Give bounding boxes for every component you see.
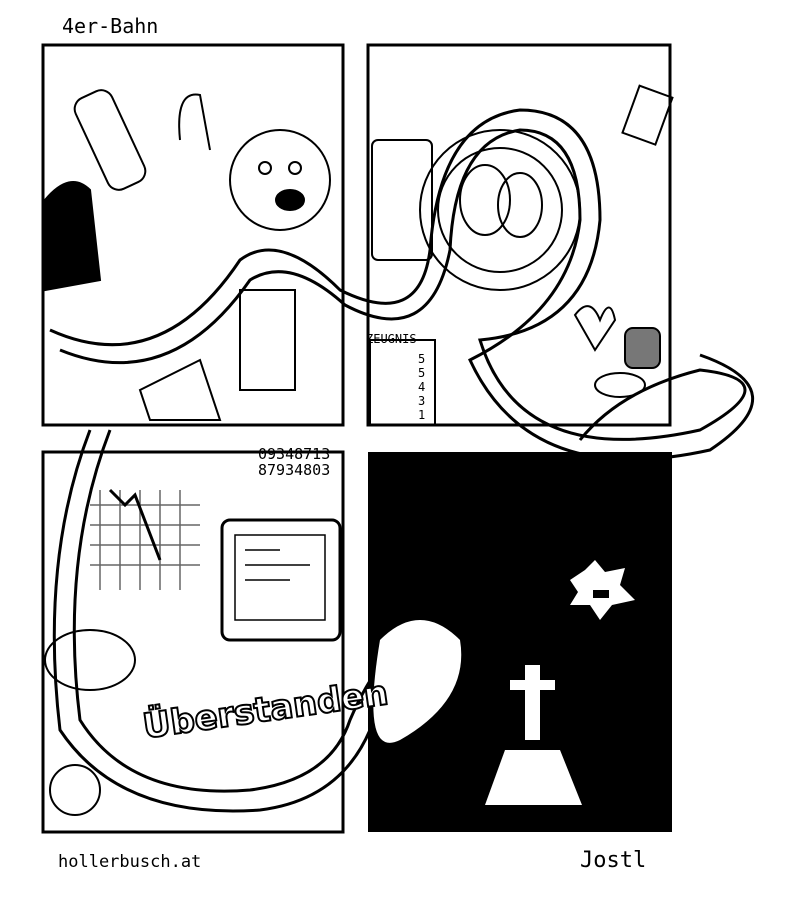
bottle <box>73 89 147 191</box>
white-glow <box>373 620 462 743</box>
computer-monitor <box>220 518 342 642</box>
grade: 4 <box>418 380 426 394</box>
hand-waving <box>178 93 211 151</box>
jar <box>371 139 433 261</box>
cross <box>510 665 555 740</box>
rollercoaster-track <box>49 108 747 441</box>
broken-heart <box>573 305 617 352</box>
falling-chart-line <box>108 488 162 561</box>
face <box>229 129 331 231</box>
grade: 3 <box>418 394 426 408</box>
panel-1 <box>41 43 345 427</box>
report-card <box>369 339 436 426</box>
book <box>621 84 674 146</box>
panel-3 <box>41 450 345 834</box>
number-line-2: 87934803 <box>258 461 331 479</box>
chimney <box>239 289 296 391</box>
panel-2 <box>366 43 672 427</box>
grade: 5 <box>418 352 426 366</box>
number-sequence: 09348713 87934803 <box>258 446 330 478</box>
comic-title: 4er-Bahn <box>62 14 159 38</box>
artist-signature: Jostl <box>580 848 647 873</box>
grave-mound <box>485 750 582 805</box>
website-credit: hollerbusch.at <box>58 852 202 872</box>
certificate-label: ZEUGNIS <box>366 332 417 346</box>
loop-track <box>419 129 581 291</box>
cave-entrance <box>44 181 102 292</box>
number-line-1: 09348713 <box>258 445 331 463</box>
grade: 1 <box>418 408 426 422</box>
grade: 5 <box>418 366 426 380</box>
grades-list: 5 5 4 3 1 <box>418 352 425 422</box>
chart-grid <box>90 490 200 590</box>
